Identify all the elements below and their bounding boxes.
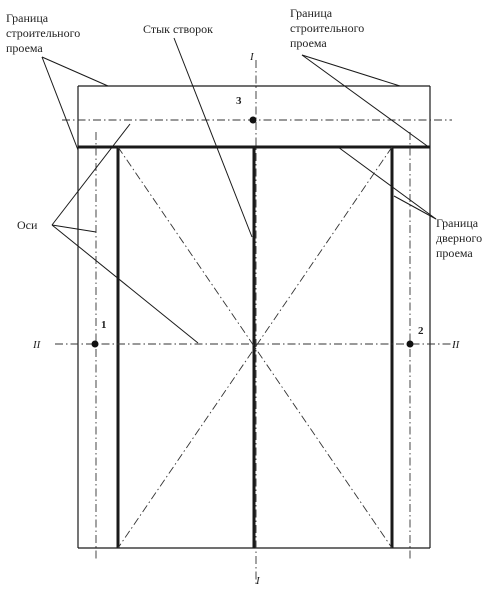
point-label-1: 1 [101,319,107,331]
label-sash-joint: Стык створок [143,22,213,36]
label-building-opening-right-line-2: строительного [290,21,364,35]
door-opening-jambs [116,147,394,548]
point-3-marker [249,116,257,124]
label-door-opening: Граница дверного проема [436,216,482,260]
label-building-opening-right-line-1: Граница [290,6,333,20]
label-door-opening-line-3: проема [436,246,473,260]
axis-label-I-bottom: I [255,575,261,587]
label-building-opening-right-line-3: проема [290,36,327,50]
point-1-marker [91,340,99,348]
label-building-opening-left-line-3: проема [6,41,43,55]
point-label-3: 3 [236,95,242,107]
label-axes: Оси [17,218,38,232]
point-2-marker [406,340,414,348]
leader-lines [41,37,437,344]
label-building-opening-left: Граница строительного проема [6,11,80,55]
label-building-opening-left-line-2: строительного [6,26,80,40]
axis-label-II-right: II [451,339,461,351]
point-label-2: 2 [418,325,424,337]
label-building-opening-right: Граница строительного проема [290,6,364,50]
axis-label-II-left: II [32,339,42,351]
label-building-opening-left-line-1: Граница [6,11,49,25]
label-door-opening-line-1: Граница [436,216,479,230]
axis-points [91,116,414,348]
axis-label-I-top: I [249,51,255,63]
label-door-opening-line-2: дверного [436,231,482,245]
